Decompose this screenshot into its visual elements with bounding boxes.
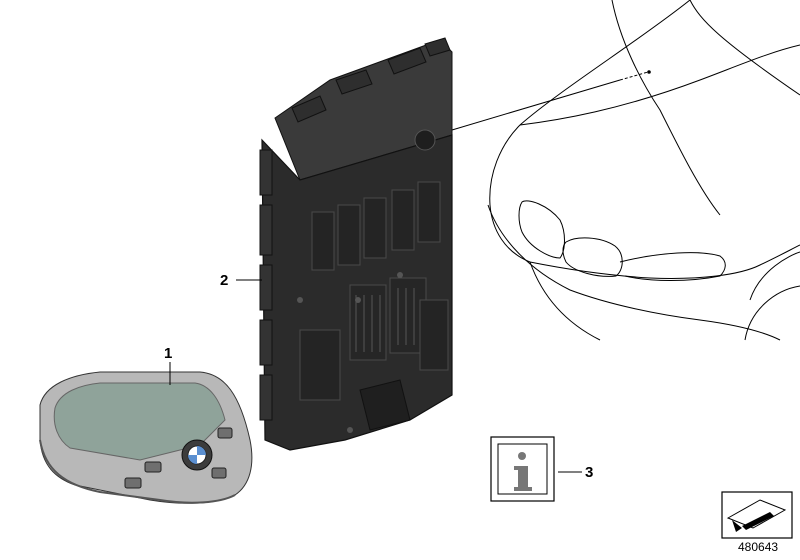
display-key [39,371,253,504]
body-control-module [259,37,453,451]
location-leader-line [451,71,649,131]
callout-leader-lines [169,279,582,473]
car-front-outline [487,0,800,341]
diagram-number: 480643 [738,540,779,554]
callout-2: 2 [220,272,229,289]
location-dot [647,70,651,74]
arrow-navigation-icon [721,491,793,539]
info-icon [490,436,555,502]
callout-1: 1 [164,345,173,362]
callout-3: 3 [585,464,594,481]
